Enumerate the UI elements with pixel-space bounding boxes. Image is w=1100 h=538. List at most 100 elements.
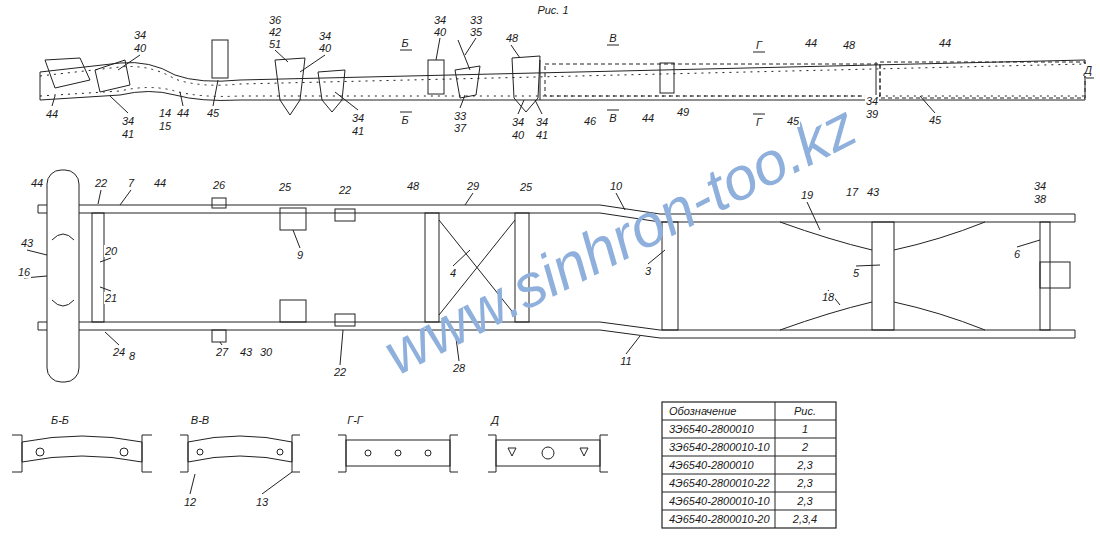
callout-number: 49 xyxy=(676,106,690,118)
callout-number: Б-Б xyxy=(50,414,70,426)
callout-number: 34 xyxy=(318,30,332,42)
table-cell: 2 xyxy=(801,441,809,453)
callout-number: 48 xyxy=(406,180,420,192)
callout-number: Б xyxy=(400,114,409,126)
table-cell: 4Э6540-2800010-22 xyxy=(668,477,771,489)
callout-number: 41 xyxy=(535,129,549,141)
callout-number: 34 xyxy=(121,115,135,127)
callout-number: 44 xyxy=(938,37,952,49)
callout-number: 12 xyxy=(183,496,197,508)
callout-number: 45 xyxy=(786,115,800,127)
callout-number: Г-Г xyxy=(346,414,364,426)
callout-number: 14 xyxy=(158,107,172,119)
callout-number: 19 xyxy=(800,189,814,201)
callout-number: 25 xyxy=(278,181,292,193)
callout-number: 39 xyxy=(865,108,879,120)
callout-number: 38 xyxy=(1033,193,1047,205)
callout-number: 3 xyxy=(644,265,652,277)
callout-number: 40 xyxy=(511,129,525,141)
callout-number: 10 xyxy=(609,180,623,192)
callout-number: 29 xyxy=(466,180,480,192)
table-cell: 3Э6540-2800010-10 xyxy=(668,441,771,453)
table-cell: 2,3 xyxy=(796,459,813,471)
callout-number: 44 xyxy=(641,112,655,124)
callout-number: 48 xyxy=(505,32,519,44)
callout-number: 44 xyxy=(45,108,59,120)
callout-number: 25 xyxy=(519,181,533,193)
watermark: www.sinhron-too.kz xyxy=(374,93,867,386)
callout-number: 51 xyxy=(268,38,282,50)
callout-number: 42 xyxy=(268,26,282,38)
callout-number: 40 xyxy=(133,42,147,54)
table-cell: 2,3,4 xyxy=(792,513,818,525)
callout-number: 21 xyxy=(104,292,118,304)
table-cell: Рис. xyxy=(793,405,817,417)
callout-number: 15 xyxy=(158,120,172,132)
callout-number: Г xyxy=(755,39,763,51)
callout-number: 45 xyxy=(928,114,942,126)
callout-number: 33 xyxy=(453,110,467,122)
callout-number: 45 xyxy=(206,107,220,119)
callout-number: 26 xyxy=(212,179,226,191)
callout-number: Рис. 1 xyxy=(536,4,569,16)
callout-number: Б xyxy=(400,37,409,49)
callout-number: 37 xyxy=(453,122,467,134)
callout-number: 16 xyxy=(17,266,31,278)
callout-number: Г xyxy=(755,116,763,128)
callout-number: 43 xyxy=(20,237,34,249)
callout-number: 34 xyxy=(535,116,549,128)
callout-number: 28 xyxy=(452,362,466,374)
callout-number: 41 xyxy=(121,128,135,140)
table-cell: 2,3 xyxy=(796,495,813,507)
callout-number: В xyxy=(608,32,617,44)
callout-number: 34 xyxy=(1033,180,1047,192)
callout-number: 44 xyxy=(176,107,190,119)
callout-number: 20 xyxy=(104,245,118,257)
callout-number: 24 xyxy=(112,346,126,358)
callout-number: 18 xyxy=(821,291,835,303)
table-cell: 3Э6540-2800010 xyxy=(668,423,755,435)
callout-number: 48 xyxy=(842,39,856,51)
callout-number: 36 xyxy=(268,14,282,26)
callout-number: 11 xyxy=(619,355,632,367)
callout-number: 40 xyxy=(318,42,332,54)
table-cell: 1 xyxy=(801,423,809,435)
callout-number: 6 xyxy=(1013,248,1021,260)
callout-number: 27 xyxy=(215,346,229,358)
callout-number: 7 xyxy=(127,177,135,189)
callout-number: 44 xyxy=(153,177,167,189)
callout-number: 34 xyxy=(511,116,525,128)
callout-number: В xyxy=(608,112,617,124)
callout-number: 44 xyxy=(804,37,818,49)
table-cell: 4Э6540-2800010-10 xyxy=(668,495,771,507)
callout-number: 5 xyxy=(852,267,860,279)
callout-number: Д xyxy=(1083,64,1093,76)
callout-number: 22 xyxy=(333,366,347,378)
table-cell: 4Э6540-2800010-20 xyxy=(668,513,771,525)
callout-number: 44 xyxy=(30,177,44,189)
callout-number: 8 xyxy=(128,350,136,362)
callout-number: 35 xyxy=(469,26,483,38)
callout-number: 17 xyxy=(845,186,859,198)
callout-number: 43 xyxy=(866,186,880,198)
callout-number: 40 xyxy=(433,26,447,38)
callout-number: 33 xyxy=(469,14,483,26)
callout-number: 22 xyxy=(94,177,108,189)
callout-number: 46 xyxy=(583,115,597,127)
table-cell: 2,3 xyxy=(796,477,813,489)
table-cell: Обозначение xyxy=(668,405,737,417)
callout-number: 41 xyxy=(351,125,365,137)
callout-number: 34 xyxy=(433,14,447,26)
callout-number: 43 xyxy=(239,346,253,358)
callout-number: В-В xyxy=(190,414,210,426)
callout-number: Д xyxy=(490,414,500,426)
callout-number: 30 xyxy=(259,346,273,358)
callout-number: 34 xyxy=(865,95,879,107)
table-cell: 4Э6540-2800010 xyxy=(668,459,755,471)
callout-number: 34 xyxy=(351,112,365,124)
callout-number: 13 xyxy=(255,496,269,508)
callout-number: 22 xyxy=(338,184,352,196)
callout-number: 34 xyxy=(133,29,147,41)
callout-number: 9 xyxy=(296,249,304,261)
